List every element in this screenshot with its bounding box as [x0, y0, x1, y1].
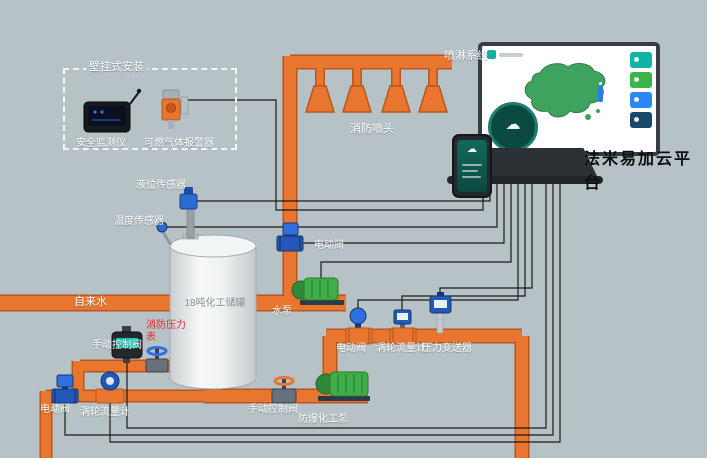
storage-tank [169, 234, 257, 390]
turbine-flowmeter-bottom-left [95, 371, 125, 404]
stat-card [630, 72, 652, 88]
stat-card [630, 92, 652, 108]
turbine-flowmeter-bottom-left-label: 涡轮流量计 [80, 407, 130, 418]
map-pin-dot [599, 82, 602, 85]
temperature-sensor [156, 221, 173, 246]
sprinkler-system-label: 喷淋系统 [444, 50, 488, 62]
turbine-flowmeter-mid [389, 309, 417, 345]
dashboard-logo-icon [487, 50, 496, 59]
manual-valve-bottom [271, 376, 297, 404]
phone-text-line [462, 170, 478, 172]
electric-valve-mid-label: 电动阀 [336, 343, 366, 354]
stat-card [630, 112, 652, 128]
stat-card [630, 52, 652, 68]
dashboard-stat-cards [630, 52, 652, 132]
electric-valve-bottom-left-label: 电动阀 [40, 404, 70, 415]
phone-screen: ☁ [457, 140, 487, 192]
electric-valve-top-label: 电动阀 [314, 240, 344, 251]
gas-alarm-label: 可燃气体报警器 [144, 138, 214, 149]
sprinkler-head-icon [341, 85, 373, 113]
china-map [510, 59, 614, 135]
explosion-proof-pump [315, 371, 370, 401]
turbine-flowmeter-mid-label: 涡轮流量计 [376, 343, 426, 354]
manual-valve-left [145, 346, 169, 373]
gas-alarm-device [161, 89, 189, 129]
electric-valve-top [276, 222, 304, 252]
platform-monitor-screen: ☁ [478, 42, 660, 156]
signal-lines [64, 99, 561, 443]
platform-title: 法米易加云平台 [584, 151, 693, 192]
phone-text-line [462, 176, 481, 178]
sprinkler-heads-label: 消防喷头 [350, 123, 394, 135]
sprinkler-head-icon [304, 85, 336, 113]
sprinkler-head-icon [380, 85, 412, 113]
dashboard-logo-text [499, 53, 523, 57]
laptop-base-lip [447, 176, 603, 184]
phone-cloud-icon: ☁ [467, 144, 477, 155]
safety-monitor-device [83, 88, 142, 133]
level-sensor [179, 187, 199, 240]
wall-mount-title: 壁挂式安装 [86, 61, 147, 74]
level-sensor-label: 液位传感器 [136, 180, 186, 191]
map-pin-icon [598, 86, 603, 102]
tank-label: 18吨化工储罐 [184, 298, 246, 309]
manual-valve-left-label: 手动控制阀 [92, 340, 142, 351]
pressure-transmitter-label: 压力变送器 [422, 343, 472, 354]
sprinkler-heads [304, 85, 449, 113]
electric-valve-mid [345, 307, 373, 345]
tap-water-label: 自来水 [74, 296, 107, 308]
water-pump [291, 277, 344, 305]
sprinkler-head-icon [417, 85, 449, 113]
water-pump-label: 水泵 [272, 306, 292, 317]
manual-valve-bottom-label: 手动控制阀 [248, 404, 298, 415]
mobile-phone: ☁ [452, 134, 492, 198]
electric-valve-bottom-left [51, 374, 79, 404]
fire-pressure-gauge-label: 消防压力表 [146, 320, 186, 343]
explosion-proof-pump-label: 防爆化工泵 [298, 414, 348, 425]
wall-mount-box [63, 68, 237, 150]
fire-pressure-gauge [111, 326, 143, 363]
temp-sensor-label: 温度传感器 [114, 216, 164, 227]
phone-text-line [462, 164, 482, 166]
safety-monitor-label: 安全监测仪 [76, 138, 126, 149]
cloud-badge-icon: ☁ [488, 102, 538, 152]
pressure-transmitter [429, 292, 452, 334]
